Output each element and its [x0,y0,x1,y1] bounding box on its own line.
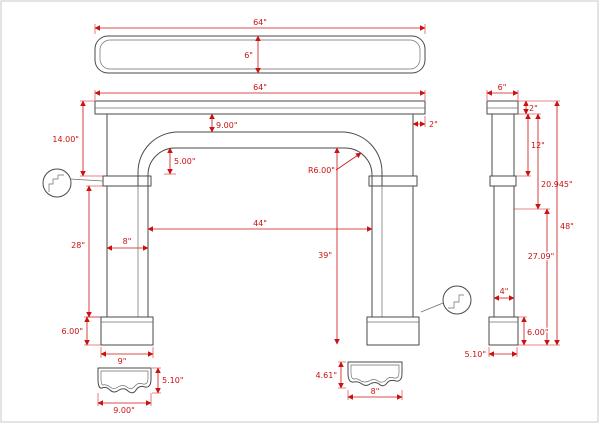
side-shelf-thickness-dim: 2" [529,104,538,113]
front-overhang-dim: 2" [429,120,438,129]
front-header-height-dim: 14.00" [52,135,79,144]
side-elevation [486,100,519,346]
front-opening-width-dim: 44" [253,219,267,228]
plinth-detail-right-dimensions: 4.61" 8" [314,361,403,400]
front-radius-dim: R6.00" [308,166,335,175]
side-lower-height-dim: 27.09" [528,252,555,261]
front-shelf-width-dim: 64" [253,83,267,92]
plinth-plan-detail-left [97,367,152,394]
side-leg-depth-dim: 4" [500,287,509,296]
side-depth-dim: 6" [498,83,507,92]
side-dimensions: 6" 2" 12" 20.945" 48" 27.09" 4" 6.00" 5.… [463,82,575,361]
plinth-plan-detail-right [347,361,403,387]
front-arch-drop-dim: 9.00" [216,121,238,130]
front-band-width-dim: 5.00" [174,157,196,166]
plinth-left-depth-dim: 5.10" [162,376,184,385]
front-leg-height-dim: 28" [71,241,85,250]
side-total-height-dim: 48" [560,222,574,231]
plinth-left-width-dim: 9.00" [113,406,135,415]
top-view-dimensions: 64" 6" [94,17,426,74]
detail-callout-left [42,168,104,198]
top-depth-dim: 6" [244,51,253,60]
front-opening-height-dim: 39" [318,251,332,260]
plinth-right-height-dim: 4.61" [316,371,338,380]
top-width-dim: 64" [253,18,267,27]
front-plinth-height-dim: 6.00" [62,327,84,336]
top-view-shelf [94,35,426,74]
plinth-detail-left-dimensions: 5.10" 9.00" [97,367,185,416]
front-leg-width-dim: 8" [123,237,132,246]
front-dimensions: 64" 2" 14.00" 9.00" 5.00" R6.00" 44" 39"… [51,82,439,368]
plinth-right-width-dim: 8" [371,387,380,396]
side-plinth-depth-dim: 5.10" [465,350,487,359]
side-plinth-height-dim: 6.00" [527,328,549,337]
detail-callout-right [420,285,472,315]
front-plinth-width-dim: 9" [118,357,127,366]
